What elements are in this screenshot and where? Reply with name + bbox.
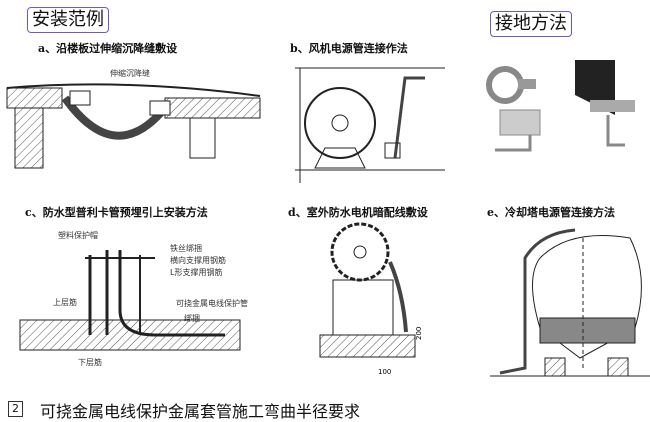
- label-upper-rebar: 上层筋: [53, 298, 77, 307]
- label-plastic-cap: 塑料保护帽: [58, 231, 98, 240]
- footer-title: 可挠金属电线保护金属套管施工弯曲半径要求: [40, 402, 361, 421]
- section-title-grounding: 接地方法: [490, 11, 572, 37]
- figure-d-diagram: 200 100: [319, 222, 423, 376]
- label-l-rebar: L形支撑用钢筋: [170, 268, 223, 277]
- label-expansion-joint: 伸缩沉降缝: [110, 69, 150, 78]
- label-conduit: 可挠金属电线保护管: [176, 299, 248, 308]
- grounding-photos: [486, 60, 635, 152]
- caption-b: b、风机电源管连接作法: [290, 42, 408, 55]
- caption-d: d、室外防水电机暗配线敷设: [288, 206, 428, 219]
- caption-c: c、防水型普利卡管预埋引上安装方法: [25, 206, 208, 219]
- section-title-install-examples: 安装范例: [27, 7, 109, 33]
- caption-a: a、沿楼板过伸缩沉降缝敷设: [38, 42, 178, 55]
- label-bind: 绑捆: [184, 314, 200, 323]
- figure-e-diagram: [490, 228, 650, 377]
- caption-e: e、冷却塔电源管连接方法: [487, 206, 615, 219]
- figure-c-diagram: [19, 250, 241, 351]
- label-wire-bind: 铁丝绑捆: [170, 244, 202, 253]
- dim-100: 100: [378, 368, 391, 376]
- label-horizontal-rebar: 横向支撑用钢筋: [170, 256, 226, 265]
- label-lower-rebar: 下层筋: [78, 358, 102, 367]
- figure-a-diagram: [6, 83, 261, 169]
- dim-200: 200: [415, 327, 423, 340]
- item-number: 2: [8, 401, 23, 417]
- figure-b-diagram: [295, 67, 445, 183]
